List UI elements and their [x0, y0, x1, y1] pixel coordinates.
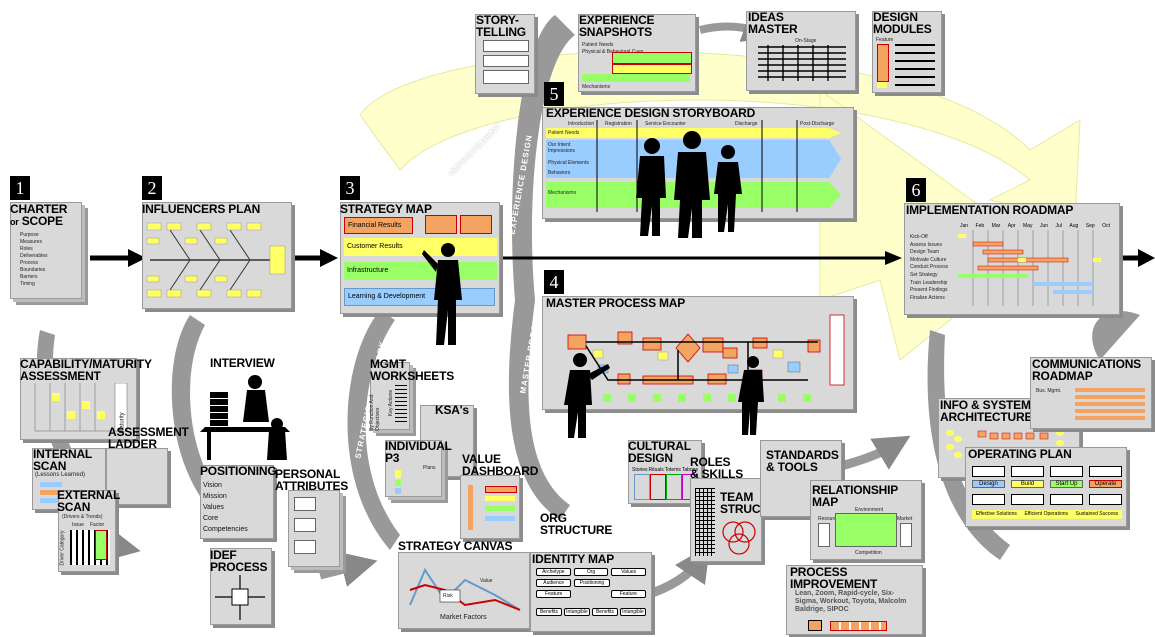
phase-registration: Registration: [605, 121, 632, 127]
capability-chart: [34, 383, 128, 432]
phase-service: Service Encounter: [645, 121, 686, 127]
storyboard-title: EXPERIENCE DESIGN STORYBOARD: [546, 106, 756, 120]
phase-discharge: Discharge: [735, 121, 758, 127]
gantt-bars: [958, 230, 1101, 306]
strategy-row-customer: Customer Results: [344, 238, 497, 256]
standards-title: STANDARDS& TOOLS: [766, 448, 839, 474]
master-process-title: MASTER PROCESS MAP: [546, 296, 686, 310]
ideas-grid: [758, 45, 846, 81]
process-improvement-desc: Lean, Zoom, Rapid-cycle, Six-Sigma, Work…: [795, 590, 907, 613]
storytelling-title: STORY-TELLING: [476, 13, 526, 39]
ksa-title: KSA's: [435, 403, 469, 417]
fishbone-diagram: [146, 222, 286, 298]
strategy-canvas-lines: [409, 567, 521, 611]
flow-left-loop: [171, 315, 230, 520]
operating-top-row: [972, 466, 1122, 477]
team-silhouettes: [636, 131, 742, 238]
flow-strategic: [347, 310, 400, 550]
team-venn: [722, 521, 756, 555]
flow-master: [508, 300, 570, 520]
operating-plan-title: OPERATING PLAN: [968, 447, 1072, 461]
assessment-ladder-card[interactable]: [106, 448, 168, 505]
strategy-map-title: STRATEGY MAP: [340, 202, 432, 216]
interview-title: INTERVIEW: [210, 356, 275, 370]
identity-map-title: IDENTITY MAP: [532, 552, 615, 566]
influencers-title: INFLUENCERS PLAN: [142, 202, 261, 216]
strategy-canvas-card[interactable]: [398, 552, 530, 629]
individual-card[interactable]: [385, 440, 442, 497]
idef-card[interactable]: [210, 548, 272, 625]
roles-title: ROLES& SKILLS: [690, 455, 744, 481]
phase-intro: Introduction: [568, 121, 595, 127]
process-flowchart: [567, 314, 845, 402]
process-presenters: [564, 353, 764, 438]
presenter-silhouette: [422, 243, 462, 345]
phase-post: Post-Discharge: [800, 121, 835, 127]
idef-diagram: [215, 575, 265, 620]
info-systems-diagram: [946, 430, 1064, 458]
step-6-badge: 6: [906, 178, 926, 202]
step-2-badge: 2: [142, 176, 162, 200]
step-1-badge: 1: [10, 176, 30, 200]
positioning-card[interactable]: [200, 465, 274, 539]
strategy-row-financial: Financial Results: [344, 217, 413, 234]
step-4-badge: 4: [544, 270, 564, 294]
charter-card[interactable]: [10, 202, 82, 299]
interview-illustration: [200, 375, 290, 460]
strategy-canvas-title: STRATEGY CANVAS: [398, 539, 513, 553]
operating-bottom-row: [972, 494, 1122, 505]
step-5-badge: 5: [544, 82, 564, 106]
step-3-badge: 3: [340, 176, 360, 200]
implementation-title: IMPLEMENTATION ROADMAP: [906, 203, 1074, 217]
positioning-title: POSITIONING: [200, 464, 277, 478]
